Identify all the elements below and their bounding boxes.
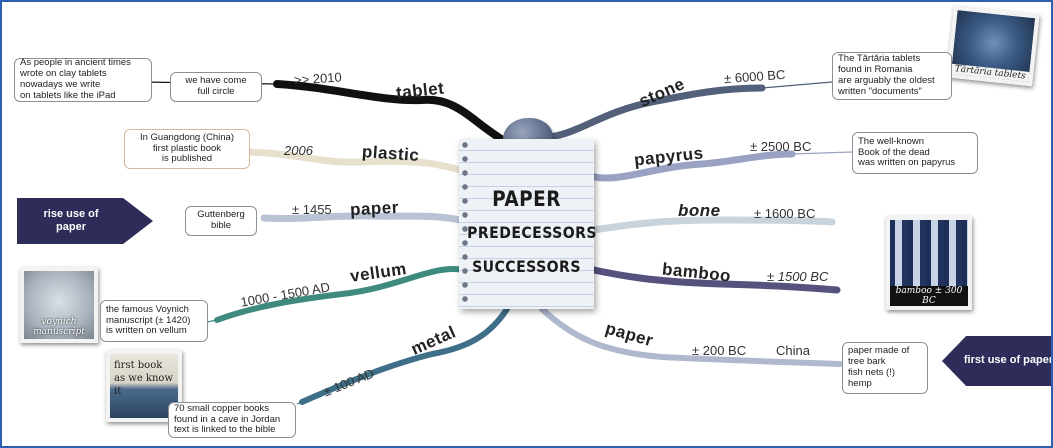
papyrus-date: ± 2500 BC bbox=[750, 139, 812, 154]
center-title-line2: PREDECESSORS bbox=[467, 223, 598, 242]
paper-left-label: paper bbox=[349, 197, 400, 220]
rise-use-of-paper-arrow: rise use of paper bbox=[17, 198, 153, 244]
vellum-note: the famous Voynich manuscript (± 1420) i… bbox=[100, 300, 208, 342]
tartaria-tablets-photo: Tărtăria tablets bbox=[946, 5, 1040, 87]
plastic-note: In Guangdong (China) first plastic book … bbox=[124, 129, 250, 169]
bamboo-photo: bamboo ± 300 BC bbox=[886, 216, 972, 310]
metal-note: 70 small copper books found in a cave in… bbox=[168, 402, 296, 438]
branch-stone bbox=[546, 84, 766, 141]
bamboo-photo-caption: bamboo ± 300 BC bbox=[890, 286, 968, 306]
branch-tablet bbox=[273, 80, 510, 146]
branch-plastic bbox=[238, 148, 464, 174]
papyrus-note: The well-known Book of the dead was writ… bbox=[852, 132, 978, 174]
paper-left-date: ± 1455 bbox=[292, 202, 332, 217]
tablet-note-outer: As people in ancient times wrote on clay… bbox=[14, 57, 152, 102]
branch-metal bbox=[299, 306, 510, 405]
bamboo-date: ± 1500 BC bbox=[767, 269, 829, 284]
bone-label: bone bbox=[678, 201, 721, 220]
branch-metal-thin bbox=[296, 401, 303, 405]
tablet-note: we have come full circle bbox=[170, 72, 262, 102]
center-title-line3: SUCCESSORS bbox=[472, 257, 581, 276]
paper-right-place: China bbox=[776, 343, 810, 358]
center-title-line1: PAPER bbox=[492, 187, 561, 211]
branch-bone bbox=[590, 216, 836, 234]
stone-note: The Tărtăria tablets found in Romania ar… bbox=[832, 52, 952, 100]
paper-right-date: ± 200 BC bbox=[692, 343, 747, 358]
branch-stone-thin bbox=[761, 81, 833, 89]
paper-left-note: Guttenberg bible bbox=[185, 206, 257, 236]
branch-paper-right bbox=[539, 306, 843, 367]
plastic-date: 2006 bbox=[284, 143, 313, 158]
voynich-manuscript-photo: voynich manuscript bbox=[20, 267, 98, 343]
tablet-label: tablet bbox=[395, 78, 446, 103]
rise-arrow-label: rise use of paper bbox=[43, 207, 99, 233]
branch-vellum-thin bbox=[206, 319, 218, 323]
center-node: PAPER PREDECESSORS SUCCESSORS bbox=[459, 139, 598, 309]
branch-papyrus-thin bbox=[791, 151, 853, 155]
voynich-photo-caption: voynich manuscript bbox=[33, 317, 85, 337]
bone-date: ± 1600 BC bbox=[754, 206, 816, 221]
first-use-of-paper-arrow: first use of paper bbox=[942, 336, 1053, 386]
notebook-holes bbox=[459, 139, 471, 309]
first-arrow-label: first use of paper bbox=[963, 354, 1053, 367]
copper-photo-caption: first book as we know it bbox=[114, 360, 174, 397]
branch-bamboo bbox=[590, 266, 841, 294]
branch-papyrus bbox=[590, 150, 796, 182]
paper-right-note: paper made of tree bark fish nets (!) he… bbox=[842, 342, 928, 394]
tablet-date: >> 2010 bbox=[293, 69, 343, 88]
plastic-label: plastic bbox=[361, 142, 420, 165]
branch-paper-left bbox=[260, 212, 464, 224]
branch-vellum bbox=[214, 266, 467, 323]
